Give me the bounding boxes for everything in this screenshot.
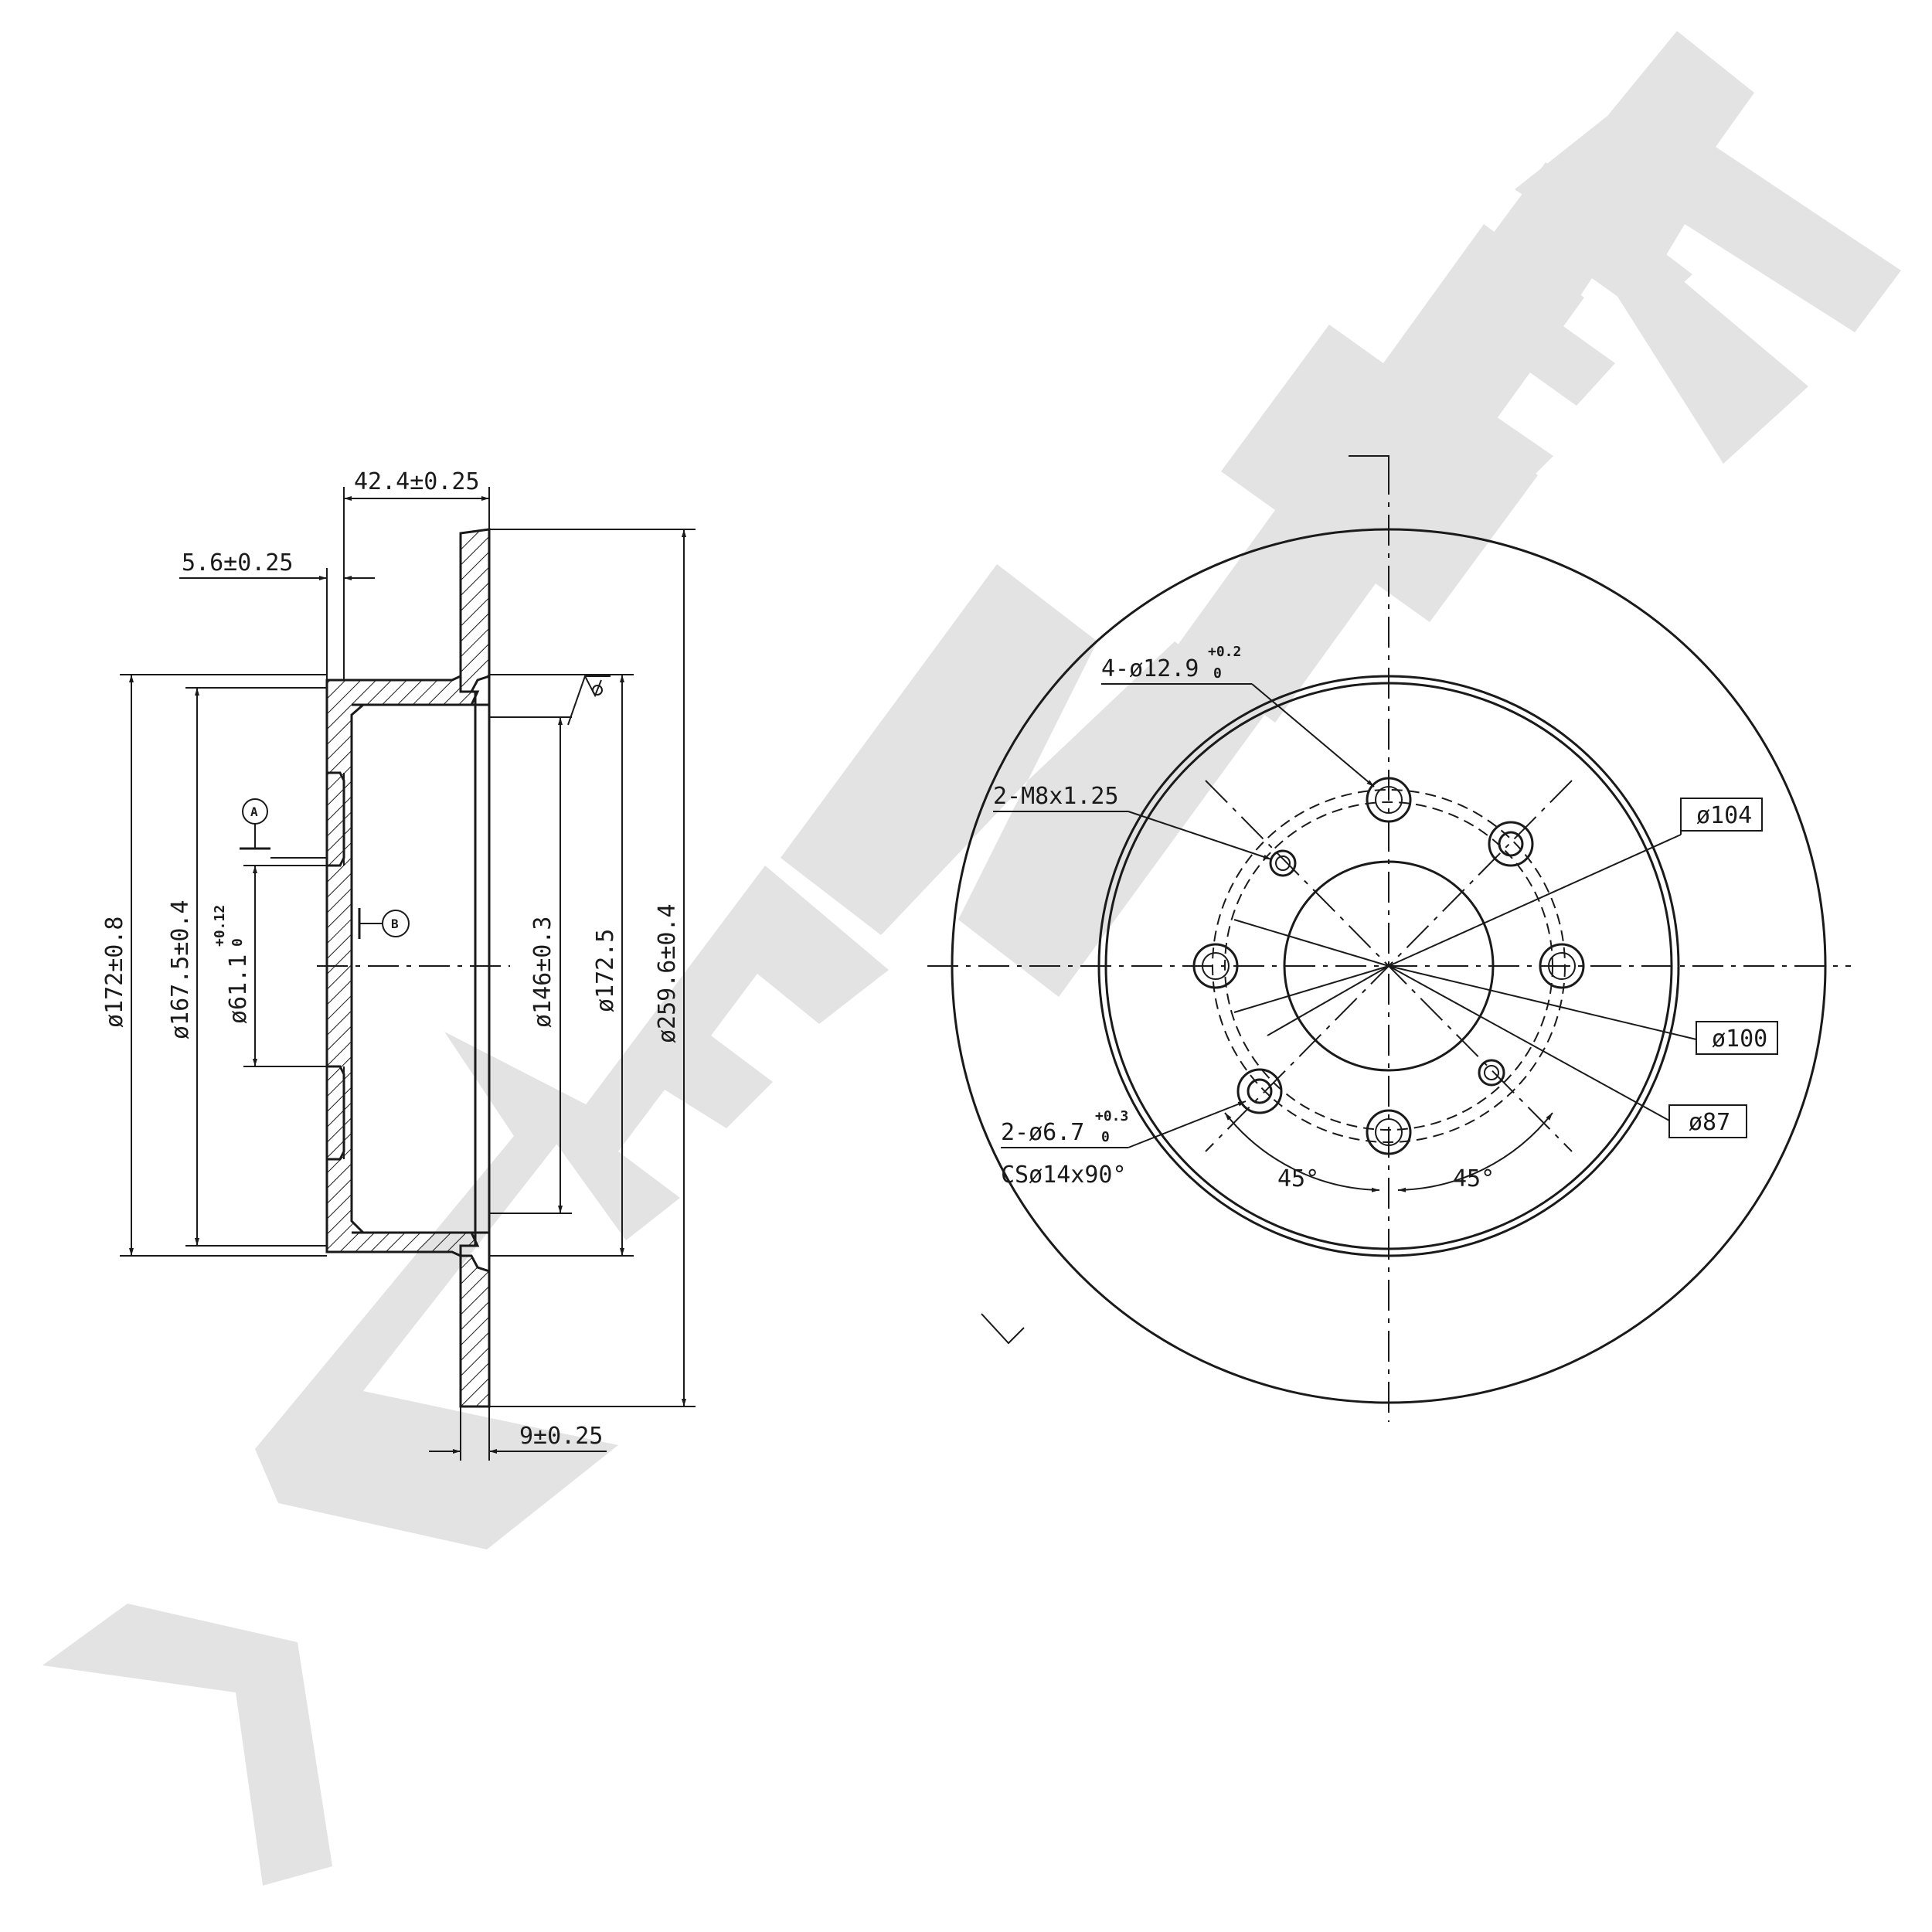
dim-dia-61: ø61.1 [225,954,252,1024]
box-dia-87 [1668,1104,1747,1138]
section-mark-top [1349,455,1389,487]
section-mark-bottom [981,1313,1025,1345]
callout-small-holes: 2-ø6.7 [1001,1119,1084,1146]
callout-main-holes: 4-ø12.9 [1101,655,1199,682]
bolt-hole-left [1192,943,1239,989]
dim-disc-thickness: 9±0.25 [519,1423,603,1450]
watermark-letter-e [556,866,889,1240]
countersunk-hole-lower-left [1236,1068,1283,1114]
threaded-hole-lower-right [1478,1059,1505,1087]
countersunk-hole-upper-right [1488,821,1534,867]
watermark-letter-k [1515,31,1901,464]
datum-b: B [358,908,410,939]
dim-dia-146: ø146±0.3 [529,917,556,1029]
side-section-view: 42.4±0.25 5.6±0.25 9±0.25 ø172±0.8 ø167.… [101,468,696,1461]
callout-thread: 2-M8x1.25 [993,783,1119,810]
hat-section [325,674,480,1258]
dim-dia-259: ø259.6±0.4 [654,903,681,1043]
dim-dia-61-tol-upper: +0.12 [212,905,228,947]
bolt-hole-top [1366,777,1412,823]
angle-right: 45° [1453,1165,1495,1192]
front-view: 4-ø12.9 +0.2 0 2-M8x1.25 2-ø6.7 +0.3 0 C… [927,455,1851,1422]
label-dia-87: ø87 [1689,1109,1730,1136]
callout-small-holes-tol-lower: 0 [1101,1129,1110,1145]
angle-left: 45° [1277,1165,1319,1192]
callout-countersink: CSø14x90° [1001,1162,1127,1189]
box-dia-104 [1680,798,1763,832]
callout-main-holes-tol-lower: 0 [1213,665,1222,682]
watermark-logo [43,31,1901,1886]
box-dia-100 [1696,1021,1778,1055]
dim-dia-172-5: ø172.5 [592,929,619,1012]
label-dia-104: ø104 [1696,802,1752,829]
dim-dia-61-tol-lower: 0 [230,938,246,947]
svg-text:B: B [391,917,399,931]
watermark-letter-z [255,1032,618,1549]
watermark-chevron [43,1604,332,1886]
disc-ring-bottom-section [459,1254,491,1408]
callout-main-holes-tol-upper: +0.2 [1208,644,1241,660]
dim-flange-offset: 5.6±0.25 [182,549,294,577]
dim-dia-167: ø167.5±0.4 [167,900,194,1039]
svg-text:A: A [250,804,258,819]
callout-small-holes-tol-upper: +0.3 [1095,1108,1128,1124]
datum-a: A [240,798,327,859]
dim-overall-depth: 42.4±0.25 [354,468,480,495]
label-dia-100: ø100 [1712,1026,1767,1053]
threaded-hole-upper-left [1269,849,1297,877]
watermark-letter-n [781,564,1267,997]
disc-ring-top-section [459,528,491,693]
dim-dia-172: ø172±0.8 [101,917,128,1029]
bolt-hole-right [1539,943,1585,989]
